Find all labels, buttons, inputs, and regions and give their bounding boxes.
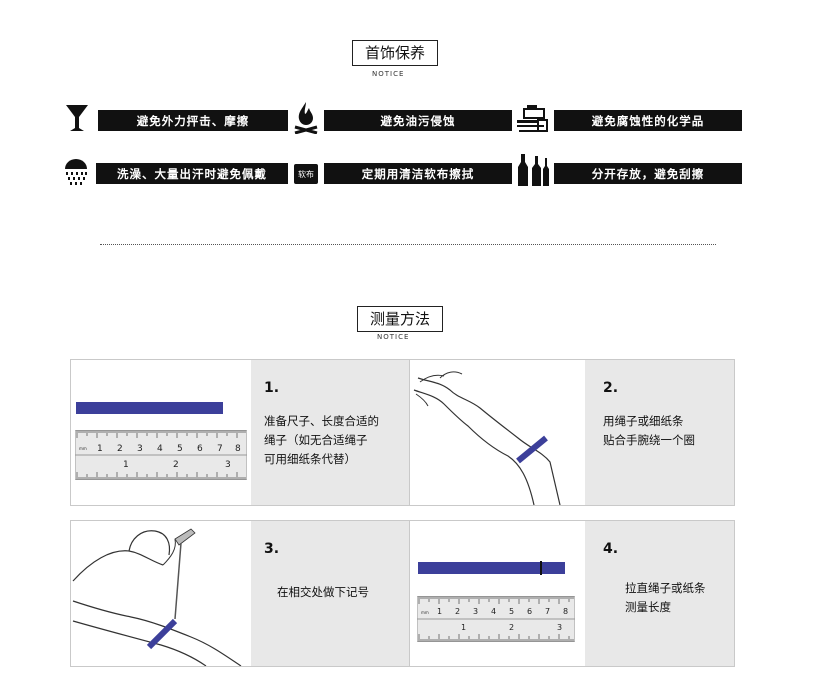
strap-image — [418, 561, 565, 575]
svg-text:6: 6 — [197, 444, 203, 454]
measure-title: 测量方法 — [357, 306, 444, 332]
step-description: 在相交处做下记号 — [277, 585, 369, 599]
step-number: 3. — [264, 541, 280, 557]
svg-text:1: 1 — [437, 607, 442, 616]
svg-text:3: 3 — [557, 623, 562, 632]
svg-text:3: 3 — [473, 607, 478, 616]
svg-text:1: 1 — [461, 623, 466, 632]
care-item-avoid-chemicals: 避免腐蚀性的化学品 — [554, 110, 742, 131]
shower-icon — [65, 159, 87, 185]
step-description: 准备尺子、长度合适的 绳子（如无合适绳子 可用细纸条代替） — [264, 414, 379, 466]
svg-text:6: 6 — [527, 607, 532, 616]
cocktail-glass-icon — [66, 105, 88, 131]
svg-text:5: 5 — [509, 607, 514, 616]
care-subtitle: NOTICE — [372, 70, 405, 78]
measure-subtitle: NOTICE — [377, 333, 410, 341]
svg-text:1: 1 — [123, 460, 129, 470]
svg-text:2: 2 — [117, 444, 123, 454]
step-number: 1. — [264, 380, 280, 396]
svg-text:2: 2 — [455, 607, 460, 616]
step-number: 2. — [603, 380, 619, 396]
svg-text:4: 4 — [157, 444, 163, 454]
svg-text:8: 8 — [563, 607, 568, 616]
svg-text:7: 7 — [217, 444, 223, 454]
svg-text:mm: mm — [421, 610, 429, 615]
care-item-avoid-oil: 避免油污侵蚀 — [324, 110, 512, 131]
bottles-icon — [518, 154, 549, 186]
mark-line — [540, 561, 542, 575]
svg-text:3: 3 — [137, 444, 143, 454]
care-item-avoid-wearing-bath: 洗澡、大量出汗时避免佩戴 — [96, 163, 288, 184]
svg-text:1: 1 — [97, 444, 103, 454]
mark-wrist-illustration — [72, 528, 242, 666]
svg-text:7: 7 — [545, 607, 550, 616]
step-description: 拉直绳子或纸条 测量长度 — [625, 581, 706, 614]
care-item-avoid-impact: 避免外力抨击、摩擦 — [98, 110, 288, 131]
step-number: 4. — [603, 541, 619, 557]
svg-text:2: 2 — [509, 623, 514, 632]
step-description: 用绳子或细纸条 贴合手腕绕一个圈 — [603, 414, 695, 447]
care-title: 首饰保养 — [352, 40, 439, 66]
section-divider — [100, 244, 716, 245]
care-item-store-separately: 分开存放，避免刮擦 — [554, 163, 742, 184]
svg-text:4: 4 — [491, 607, 496, 616]
svg-text:8: 8 — [235, 444, 241, 454]
svg-text:mm: mm — [79, 446, 87, 451]
svg-text:3: 3 — [225, 460, 231, 470]
care-item-clean-cloth: 定期用清洁软布擦拭 — [324, 163, 512, 184]
hand-wrap-illustration — [413, 371, 561, 505]
chemical-flask-icon — [517, 105, 548, 132]
soft-cloth-icon: 软布 — [294, 164, 318, 184]
campfire-icon — [294, 102, 318, 134]
strap-image — [76, 402, 223, 414]
svg-text:2: 2 — [173, 460, 179, 470]
step-card-2: 2. 用绳子或细纸条 贴合手腕绕一个圈 — [409, 359, 735, 506]
svg-text:5: 5 — [177, 444, 183, 454]
step-card-3: 3. 在相交处做下记号 — [70, 520, 411, 667]
